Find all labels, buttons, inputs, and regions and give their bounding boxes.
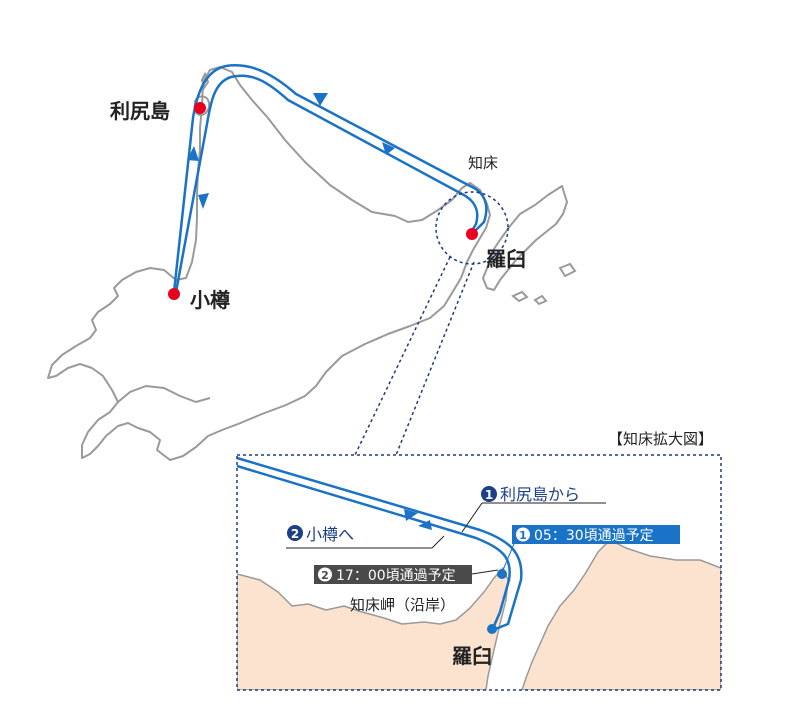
legend-2-connector — [431, 535, 445, 549]
cape-label: 知床岬（沿岸） — [350, 596, 455, 614]
port-marker-otaru — [168, 288, 180, 300]
inset-rausu-label: 羅臼 — [452, 644, 492, 668]
hokkaido-outline — [47, 66, 491, 461]
port-marker-rishiri — [194, 102, 206, 114]
port-marker-rausu — [466, 228, 478, 240]
inset-route-inner — [236, 464, 511, 627]
zoom-leader-right — [395, 261, 475, 456]
legend-2-number-badge — [287, 525, 303, 541]
route-line-outer — [172, 64, 488, 293]
time-1-connector — [502, 543, 515, 571]
place-label-rishiri: 利尻島 — [110, 99, 170, 123]
zoom-leader-left — [354, 256, 451, 456]
legend-1-label: 利尻島から — [500, 485, 580, 504]
legend-2-number: 2 — [291, 527, 299, 541]
time-2-connector — [471, 569, 499, 575]
route-arrow-nw — [313, 93, 328, 106]
time-1-badge — [512, 525, 680, 544]
route-arrow-down — [198, 193, 209, 209]
legend-1-number-badge — [481, 486, 497, 502]
inset-title: 【知床拡大図】 — [608, 430, 713, 448]
small-island-1 — [511, 290, 529, 303]
legend-1-number: 1 — [485, 488, 493, 502]
place-label-rausu: 羅臼 — [486, 247, 526, 271]
inset-route-outer — [236, 456, 523, 632]
route-line-inner — [174, 74, 479, 293]
route-arrow-up — [187, 146, 199, 161]
time-2-number-badge — [318, 567, 332, 582]
inset-rausu-point — [487, 624, 497, 634]
inset-land-kunashiri — [521, 539, 721, 690]
zoom-focus-circle — [435, 191, 509, 265]
inset-land-shiretoko — [237, 567, 509, 690]
time-1-number-badge — [516, 527, 530, 542]
time-2-badge — [314, 565, 472, 584]
place-label-otaru: 小樽 — [190, 288, 230, 312]
legend-1-connector — [461, 502, 483, 533]
time-2-label: 17：00頃通過予定 — [336, 568, 456, 584]
time-2-number: 2 — [321, 569, 329, 582]
inset-border — [236, 454, 722, 691]
legend-2-label: 小樽へ — [306, 525, 354, 544]
small-island-3 — [558, 262, 577, 278]
inset-pass-point — [497, 569, 507, 579]
small-island-2 — [533, 294, 548, 306]
kunashiri-island — [482, 185, 568, 291]
inset-arrow-west — [418, 520, 432, 530]
time-1-label: 05：30頃通過予定 — [534, 528, 654, 544]
place-label-shiretoko: 知床 — [468, 154, 498, 172]
time-1-number: 1 — [519, 529, 527, 542]
route-arrow-se — [382, 142, 395, 155]
uchiura-bay — [117, 384, 211, 404]
inset-arrow-east — [404, 509, 418, 521]
